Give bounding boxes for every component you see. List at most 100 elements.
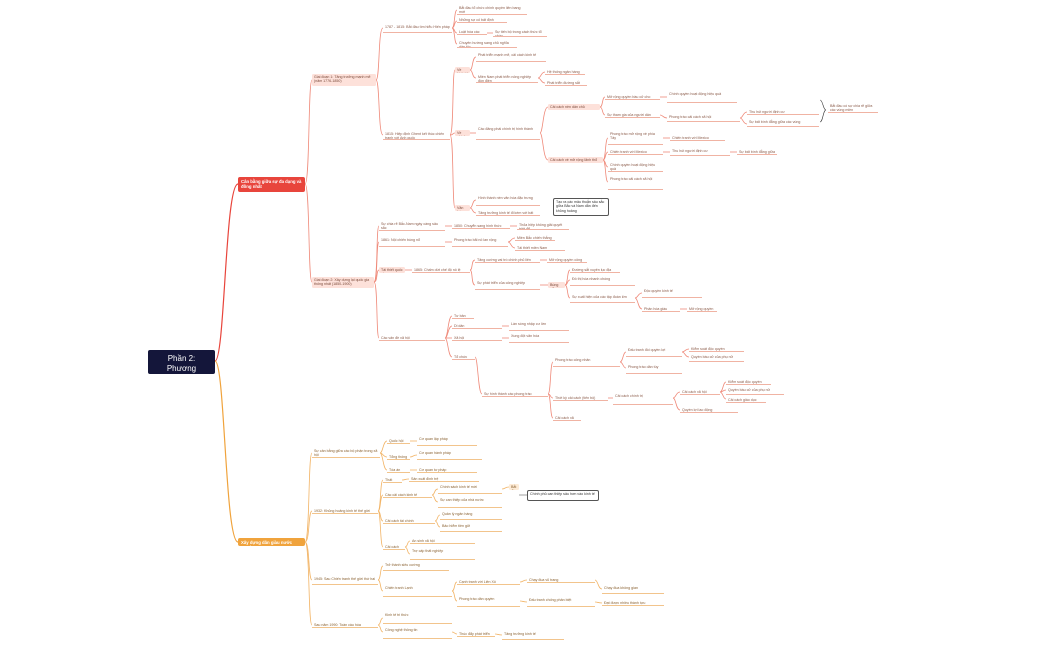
stage2-rec3b2a[interactable]: Mở rộng quyền công dân [687,306,717,312]
stage1-dem3[interactable]: Sự tham gia của người dân [605,112,660,118]
stage1-n1a[interactable]: Bắt đầu tổ chức chính quyền liên bang mớ… [457,5,527,15]
stage1-west1a[interactable]: Chiến tranh với Mexico [670,135,725,141]
stage1-n1b[interactable]: Những sự cố bất định [457,17,507,23]
stage2-x3[interactable]: Xã hội [452,335,502,341]
stage2-node[interactable]: Giai đoạn 2: Xây dựng lại quốc gia thống… [312,277,374,288]
b2-c2b[interactable]: Các cải cách kinh tế [383,492,432,498]
stage2-s2a[interactable]: Phong trào bãi nô lan rộng [452,237,508,247]
b2-c3c[interactable]: Phong trào dân quyền [457,596,520,607]
stage1-n1c1[interactable]: Sự tiến bộ trong cách thức tổ chức [493,29,547,37]
stage1-dem[interactable]: Cải cách nền dân chủ [548,104,600,110]
branch-build-prosperity[interactable]: Xây dựng dân giàu nước mạnh [238,538,305,550]
stage2-rec1[interactable]: 1865: Chấm dứt chế độ nô lệ [412,267,470,273]
stage1-eco[interactable]: Về kinh tế [455,67,470,73]
stage2-x4b1[interactable]: Cải cách chính trị [613,393,673,405]
stage2-x4a1a[interactable]: Đấu tranh đòi quyền lợi [626,347,682,357]
b2-c2d[interactable]: Cải cách xã hội [383,544,405,550]
b2-c3b1b[interactable]: Chạy đua không gian [602,585,664,594]
stage2-recx[interactable]: Các vấn đề xã hội [379,335,445,341]
stage2-rec3b1[interactable]: Độc quyền kinh tế [642,288,702,298]
stage1-cult[interactable]: Văn hóa [455,205,470,211]
branch-balance-diversity[interactable]: Cân bằng giữa sự đa dạng và đồng nhất [238,177,305,192]
stage2-rec3a1[interactable]: Đường sắt xuyên lục địa [570,267,620,273]
stage2-s1a[interactable]: 1850: Chuyển sang hình thức thỏa hiệp [452,223,510,229]
b2-c1a[interactable]: Quốc hội [387,438,410,444]
b2-c2d2[interactable]: Trợ cấp thất nghiệp [410,548,475,560]
stage2-rec2a[interactable]: Mở rộng quyền công dân [547,257,587,263]
stage2-rec3b2[interactable]: Phân hóa giàu nghèo [642,306,680,312]
b2-c2a[interactable]: Thất nghiệp tăng cao [383,477,402,483]
stage1-west2[interactable]: Chiến tranh với Mexico [608,149,663,155]
stage2-rec3a2[interactable]: Đô thị hóa nhanh chóng [570,276,635,286]
b2-c3[interactable]: 1945: Sau Chiến tranh thế giới thứ hai [312,576,378,585]
stage1-west4[interactable]: Chính quyền hoạt động hiệu quả [608,162,663,172]
stage2-rec3[interactable]: Sự phát triển của công nghiệp [475,280,540,290]
stage1-n1c[interactable]: Luật hóa các vấn đề chính quyền [457,29,487,35]
stage2-x3a[interactable]: Xung đột văn hóa [509,333,569,343]
stage2-x2[interactable]: Di dân [452,323,502,329]
b2-c4a[interactable]: Kinh tế tri thức [383,612,452,624]
stage1-pol[interactable]: Về chính trị [455,130,470,136]
stage1-eco2[interactable]: Miền Nam phát triển nông nghiệp đồn điền [476,74,538,83]
b2-c3a[interactable]: Trở thành siêu cường [383,562,449,571]
stage2-x4b1x[interactable]: Cải cách xã hội [680,389,720,395]
b2-c4b1[interactable]: Thúc đẩy phát triển [457,631,495,637]
b2-c3b[interactable]: Chiến tranh Lạnh [383,585,452,597]
stage2-x4a[interactable]: Sự hình thành các phong trào [482,391,548,397]
stage2-rec[interactable]: Tái thiết quốc gia [379,267,405,273]
stage2-x4a1d[interactable]: Quyền bầu cử của phụ nữ [689,354,744,362]
stage1-n1d[interactable]: Chuyên hướng sang chủ nghĩa dân tộc [457,40,517,48]
b2-c1[interactable]: Sự cân bằng giữa các bộ phận trong xã hộ… [312,448,380,458]
b2-c2a1[interactable]: Sản xuất đình trệ [409,476,479,482]
stage1-eco2a[interactable]: Hệ thống ngân hàng [545,69,585,75]
stage2-x1[interactable]: Tư bản độc quyền [452,313,474,319]
stage1-west3[interactable]: Thu hút người định cư [747,109,819,115]
b2-c4b1a[interactable]: Tăng trưởng kinh tế [502,631,564,640]
stage1-node[interactable]: Giai đoạn 1: Tăng trưởng mạnh mẽ (năm 17… [312,74,376,86]
stage1-cult1[interactable]: Hình thành nền văn hóa đặc trưng [476,195,540,206]
b2-c3b1a[interactable]: Chạy đua vũ trang [527,577,595,583]
stage1-west2a[interactable]: Thu hút người định cư [670,148,730,156]
stage1-eco2b[interactable]: Phát triển đường sắt [545,80,587,86]
b2-c4b[interactable]: Công nghệ thông tin [383,627,452,639]
b2-c1b[interactable]: Tổng thống [387,454,410,460]
stage2-x4a1b[interactable]: Phong trào dân túy [626,364,682,374]
stage1-dem2[interactable]: Chính quyền hoạt động hiệu quả [667,91,737,103]
b2-c2b1a[interactable]: Bắt đầu [509,484,519,490]
stage2-s1a1[interactable]: Thỏa hiệp không giải quyết triệt để [517,222,569,230]
stage1-n1[interactable]: 1787 - 1815: Bắt đầu tìm hiểu Hiến pháp [383,24,452,33]
stage1-west5[interactable]: Phong trào cải cách xã hội [608,176,663,190]
b2-c2b1[interactable]: Chính sách kinh tế mới [438,484,502,494]
b2-c2c2[interactable]: Bảo hiểm tiền gửi [440,523,502,532]
stage2-x4a1c[interactable]: Kiểm soát độc quyền [689,346,744,352]
stage2-rec2[interactable]: Tăng cường vai trò chính phủ liên bang [475,257,540,263]
stage2-x2a[interactable]: Làn sóng nhập cư lớn [509,321,569,331]
stage2-x4c[interactable]: Cải cách xã hội [553,415,581,421]
b2-c2[interactable]: 1932: Khủng hoảng kinh tế thế giới [312,508,378,514]
stage1-west3a[interactable]: Sự bất bình đẳng giữa các vùng [747,119,819,127]
stage1-noteA[interactable]: Bắt đầu có sự chia rẽ giữa các vùng miền [828,103,878,113]
root-node[interactable]: Phần 2: Phương hướng [148,350,215,383]
stage2-x4a1[interactable]: Phong trào công nhân [553,357,620,367]
stage1-west2b[interactable]: Sự bất bình đẳng giữa các vùng [737,149,777,155]
b2-c2b2[interactable]: Sự can thiệp của nhà nước [438,497,502,508]
stage2-x4b1b[interactable]: Quyền bầu cử của phụ nữ [726,387,784,395]
b2-c1c1[interactable]: Cơ quan tư pháp [417,467,477,473]
stage2-s2a1[interactable]: Miền Bắc chiến thắng [515,235,555,241]
stage1-eco1[interactable]: Phát triển mạnh mẽ, cải cách kinh tế [476,52,546,62]
stage2-rec3a[interactable]: Bùng nổ [548,282,565,288]
stage1-west1[interactable]: Phong trào mở rộng về phía Tây [608,131,663,145]
b2-c1a1[interactable]: Cơ quan lập pháp [417,436,477,446]
b2-c3c1[interactable]: Đấu tranh chống phân biệt [527,597,595,607]
stage2-s2[interactable]: 1861: Nội chiến bùng nổ [379,237,445,247]
b2-noteC[interactable]: Chính phủ can thiệp sâu hơn vào kinh tế [527,490,599,501]
stage2-x4b1a[interactable]: Kiểm soát độc quyền [726,379,771,385]
b2-c2d1[interactable]: An sinh xã hội [410,538,475,544]
stage1-west[interactable]: Cải cách về mở rộng lãnh thổ [548,157,603,163]
stage2-s1[interactable]: Sự chia rẽ Bắc-Nam ngày càng sâu sắc [379,221,445,231]
b2-c2c1[interactable]: Quản lý ngân hàng [440,511,502,520]
stage2-x4b2[interactable]: Quyền lợi lao động [680,407,738,413]
stage1-noteB[interactable]: Tạo ra các mâu thuẫn sâu sắc giữa Bắc và… [553,198,609,216]
b2-c3b1[interactable]: Cạnh tranh với Liên Xô [457,579,520,585]
b2-c2c[interactable]: Cải cách tài chính [383,518,435,524]
